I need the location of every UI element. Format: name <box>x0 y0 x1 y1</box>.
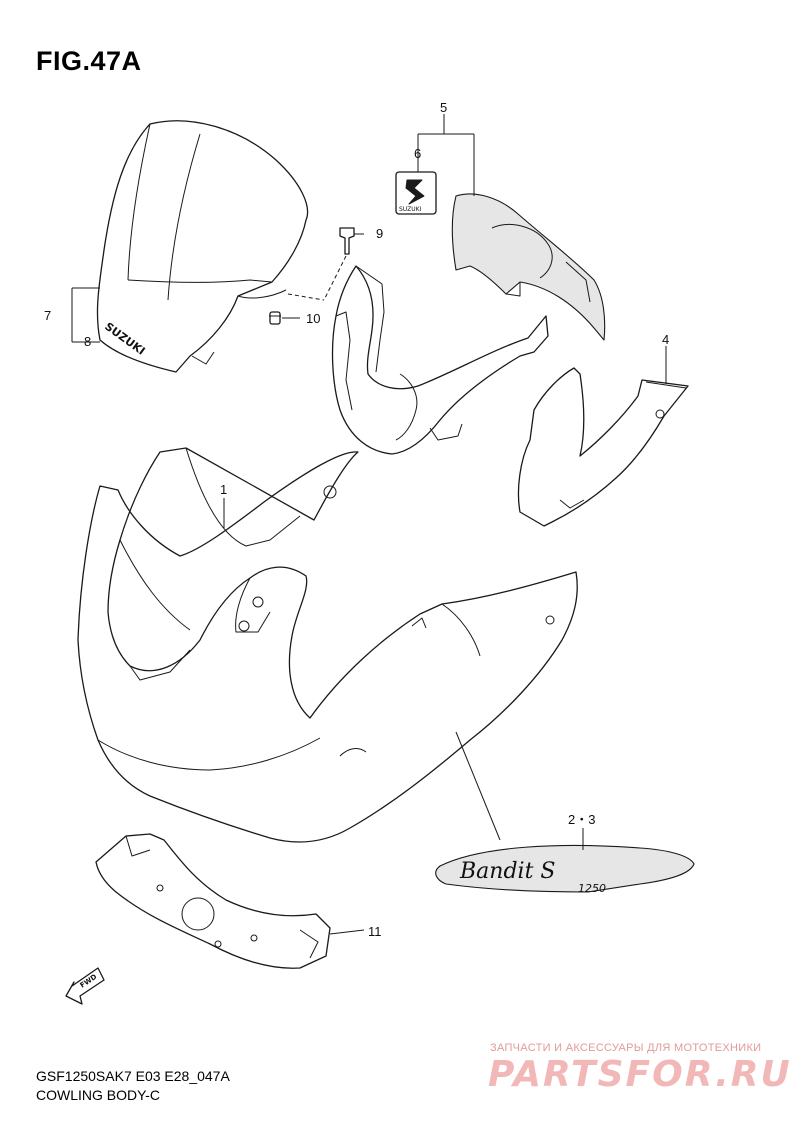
decal-number-text: 1250 <box>578 882 606 895</box>
leader-lines <box>71 114 667 935</box>
callout-2-3: 2・3 <box>568 812 595 827</box>
callout-6: 6 <box>414 146 421 161</box>
suzuki-emblem-part[interactable]: SUZUKI <box>395 171 437 215</box>
fwd-arrow-icon: FWD <box>65 967 105 1005</box>
grommet-part[interactable] <box>269 311 281 325</box>
callout-8: 8 <box>84 334 91 349</box>
callout-9: 9 <box>376 226 383 241</box>
instrument-cover-part[interactable] <box>451 193 606 341</box>
lower-bracket-part[interactable] <box>95 833 331 969</box>
watermark-brand: PARTSFOR.RU <box>488 1054 792 1095</box>
callout-7: 7 <box>44 308 51 323</box>
inner-cowling-bracket[interactable] <box>331 265 549 455</box>
callout-4: 4 <box>662 332 669 347</box>
bandit-decal-part[interactable]: Bandit S 1250 <box>435 844 695 895</box>
emblem-text: SUZUKI <box>399 206 422 213</box>
callout-1: 1 <box>220 482 227 497</box>
callout-5: 5 <box>440 100 447 115</box>
figure-title: FIG.47A <box>36 46 142 76</box>
front-cowling-body-part[interactable] <box>77 447 578 843</box>
callout-10: 10 <box>306 311 320 326</box>
side-inner-panel-part[interactable] <box>517 367 689 527</box>
section-name: COWLING BODY-C <box>36 1087 160 1103</box>
model-code: GSF1250SAK7 E03 E28_047A <box>36 1068 230 1084</box>
windscreen-part[interactable]: SUZUKI <box>96 120 309 373</box>
watermark-tagline: ЗАПЧАСТИ И АКСЕССУАРЫ ДЛЯ МОТОТЕХНИКИ <box>490 1042 762 1054</box>
decal-script-text: Bandit S <box>459 859 555 884</box>
callout-11: 11 <box>368 924 382 939</box>
screw-part[interactable] <box>339 227 355 255</box>
